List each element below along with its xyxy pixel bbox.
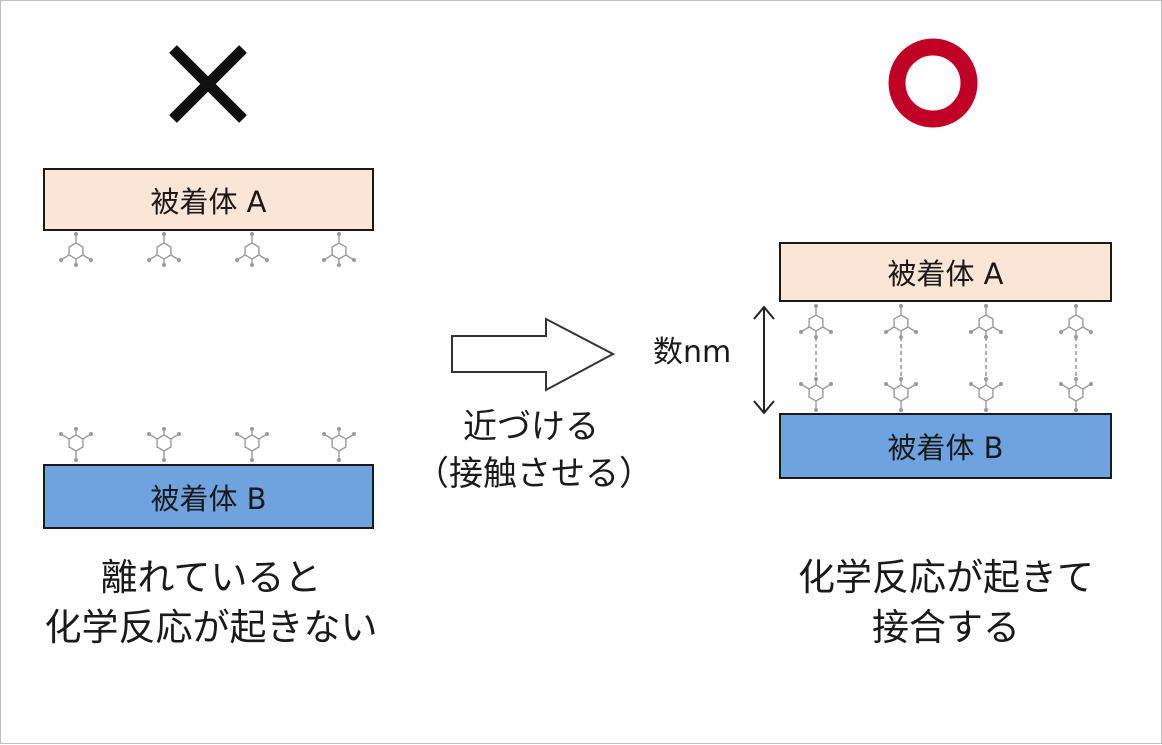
molecule-icon <box>969 304 1003 339</box>
adherend-b-left-label: 被着体 B <box>150 481 267 516</box>
molecule-row-right-top <box>799 304 1093 339</box>
right-outline-arrow-icon <box>451 317 616 392</box>
molecule-icon <box>147 427 181 462</box>
adherend-a-left: 被着体 A <box>43 168 374 231</box>
middle-caption-line1: 近づける <box>463 407 599 447</box>
adherend-b-right: 被着体 B <box>779 413 1112 479</box>
molecule-icon <box>969 377 1003 412</box>
molecule-icon <box>799 304 833 339</box>
molecule-icon <box>59 232 93 267</box>
molecule-icon <box>322 232 356 267</box>
cross-mark-icon <box>169 45 247 123</box>
molecule-icon <box>59 427 93 462</box>
molecule-icon <box>147 232 181 267</box>
molecule-bonds-right <box>815 337 1077 379</box>
molecule-icon <box>799 377 833 412</box>
molecule-icon <box>322 427 356 462</box>
adherend-a-left-label: 被着体 A <box>150 184 267 219</box>
adherend-b-left: 被着体 B <box>43 464 374 529</box>
gap-dimension-arrow-icon <box>753 305 775 415</box>
gap-label: 数nm <box>653 335 732 370</box>
molecule-icon <box>1059 377 1093 412</box>
right-caption-line2: 接合する <box>872 606 1020 649</box>
molecule-row-left-bottom <box>59 427 356 462</box>
molecule-row-right-bottom <box>799 377 1093 412</box>
left-caption-line1: 離れていると <box>100 556 322 599</box>
adherend-a-right: 被着体 A <box>779 242 1112 302</box>
molecule-icon <box>1059 304 1093 339</box>
molecule-icon <box>884 377 918 412</box>
molecule-icon <box>235 427 269 462</box>
right-caption-line1: 化学反応が起きて <box>798 556 1094 599</box>
adherend-b-right-label: 被着体 B <box>887 431 1004 465</box>
middle-caption-line2: （接触させる） <box>415 454 653 494</box>
adherend-a-right-label: 被着体 A <box>887 257 1004 291</box>
circle-mark-icon <box>888 38 978 128</box>
molecule-icon <box>235 232 269 267</box>
left-caption-line2: 化学反応が起きない <box>44 606 378 649</box>
molecule-icon <box>884 304 918 339</box>
molecule-row-left-top <box>59 232 356 267</box>
